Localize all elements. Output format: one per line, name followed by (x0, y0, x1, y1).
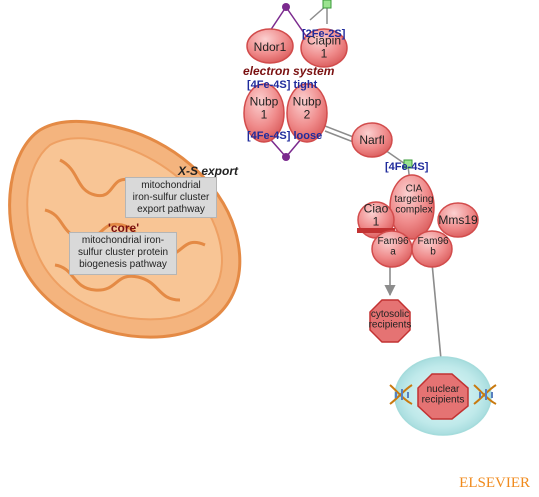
node-narfl[interactable]: Narfl (351, 122, 393, 158)
node-mms19[interactable]: Mms19 (437, 202, 479, 238)
label-2fe2s: [2Fe-2S] (302, 28, 346, 40)
core-pathway-text: mitochondrial iron-sulfur cluster protei… (77, 235, 169, 270)
label-4fe4s-cia: [4Fe-4S] (385, 161, 429, 173)
label-core: 'core' (108, 221, 139, 235)
anchor-dot-bottom (282, 153, 290, 161)
arrow-to-nuclear (431, 262, 447, 372)
core-pathway-box[interactable]: mitochondrial iron-sulfur cluster protei… (69, 232, 177, 275)
node-label: Mms19 (438, 213, 478, 227)
connector-square-cia (403, 159, 413, 169)
ciao1-bar (357, 228, 395, 233)
label-xs-export: X-S export (177, 164, 239, 178)
label-electron-system: electron system (243, 64, 335, 78)
label-4fe4s-loose: [4Fe-4S] loose (247, 130, 322, 142)
publisher-logo: ELSEVIER (459, 475, 530, 491)
dna-helix-right-icon (473, 384, 497, 405)
anchor-dot-top (282, 3, 290, 11)
node-label: Ndor1 (254, 40, 287, 54)
node-label: Narfl (359, 133, 384, 147)
label-4fe4s-tight: [4Fe-4S] tight (247, 79, 318, 91)
node-ndor1[interactable]: Ndor1 (246, 28, 294, 64)
connector-square-top (322, 0, 332, 9)
dna-helix-left-icon (389, 384, 413, 405)
